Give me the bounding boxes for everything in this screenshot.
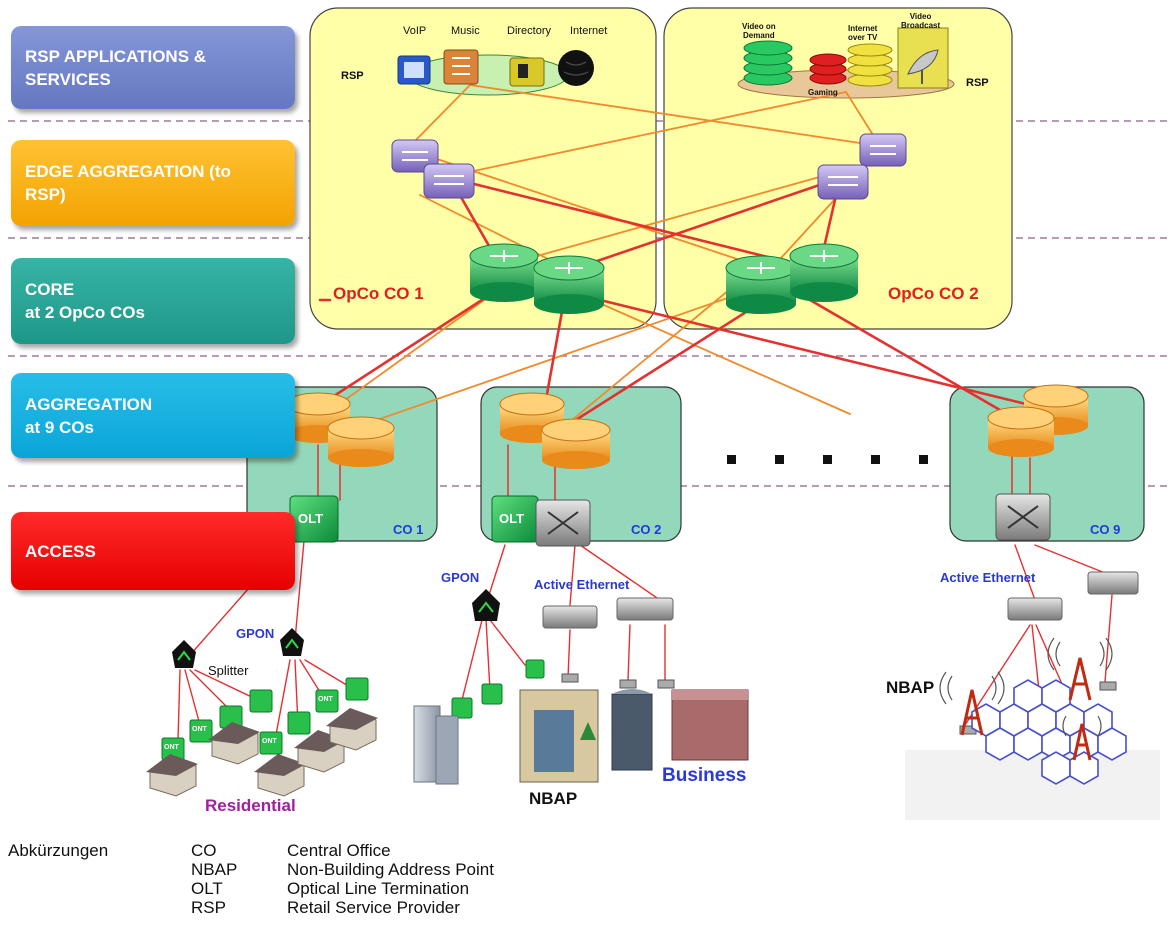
ont-label: ONT xyxy=(318,696,333,703)
legend-abbr: NBAP xyxy=(191,860,238,879)
ont-icon xyxy=(249,689,273,713)
service-gaming-label: Gaming xyxy=(808,88,838,97)
switch-icon xyxy=(423,163,475,199)
splitter-label: Splitter xyxy=(208,663,249,678)
gpon-label-1: GPON xyxy=(236,626,275,641)
ont-label: ONT xyxy=(164,744,179,751)
splitter-icon xyxy=(472,589,500,621)
router-icon xyxy=(541,418,611,469)
co1-label: CO 1 xyxy=(393,522,424,537)
legend-definition: Central Office xyxy=(287,841,391,860)
router-icon xyxy=(987,406,1055,457)
ont-icon xyxy=(315,689,339,713)
switch-icon xyxy=(995,493,1051,541)
core-routers xyxy=(469,243,859,314)
house-icon xyxy=(254,754,306,797)
active-ethernet-label-1: Active Ethernet xyxy=(534,577,630,592)
vod-icon xyxy=(743,40,793,86)
layer-access: ACCESS xyxy=(11,512,295,590)
splitter-icon xyxy=(172,640,196,668)
house-icon xyxy=(326,708,378,751)
ellipsis-dots xyxy=(727,455,928,464)
building-icon xyxy=(413,705,459,785)
ont-icon xyxy=(259,731,283,755)
switch-icon xyxy=(391,139,439,173)
cell-tower-icon xyxy=(960,689,984,736)
rsp-right-label: RSP xyxy=(966,77,989,89)
satellite-dish-icon xyxy=(897,27,949,89)
ont-icon xyxy=(189,719,213,743)
internet-tv-icon xyxy=(847,43,893,87)
ont-group xyxy=(161,659,545,761)
residential-label: Residential xyxy=(205,796,296,815)
router-icon xyxy=(789,243,859,302)
edge-switches xyxy=(391,133,907,200)
building-icon xyxy=(611,689,653,771)
service-internet-tv-label: Internet over TV xyxy=(848,24,878,42)
active-ethernet-label-2: Active Ethernet xyxy=(940,570,1036,585)
olt1-label: OLT xyxy=(298,511,324,526)
opco-co1-label: OpCo CO 1 xyxy=(333,284,424,303)
legend-abbr: OLT xyxy=(191,879,223,898)
opco-co2-label: OpCo CO 2 xyxy=(888,284,979,303)
nbap-center-label: NBAP xyxy=(529,789,578,808)
ont-icon xyxy=(451,697,473,719)
ont-label: ONT xyxy=(262,738,277,745)
co2-label: CO 2 xyxy=(631,522,662,537)
olt2-label: OLT xyxy=(499,511,525,526)
ont-label: ONT xyxy=(192,726,207,733)
network-diagram xyxy=(8,7,1168,820)
house-icon xyxy=(208,722,260,765)
layer-core: CORE at 2 OpCo COs xyxy=(11,258,295,344)
gpon-label-2: GPON xyxy=(441,570,480,585)
ont-icon xyxy=(525,659,545,679)
cell-tower-icon xyxy=(1072,723,1092,761)
rsp-left-label: RSP xyxy=(341,70,364,82)
ont-icon xyxy=(481,683,503,705)
gaming-icon xyxy=(809,53,847,85)
service-broadcast-label: Video Broadcast xyxy=(901,12,941,30)
internet-icon xyxy=(558,50,594,86)
legend-definition: Optical Line Termination xyxy=(287,879,470,898)
switch-icon xyxy=(859,133,907,167)
ont-icon xyxy=(345,677,369,701)
business-label: Business xyxy=(662,765,747,786)
legend-definition: Retail Service Provider xyxy=(287,898,460,917)
router-icon xyxy=(327,416,395,467)
ont-icon xyxy=(287,711,311,735)
router-icon xyxy=(725,255,797,314)
buildings xyxy=(413,689,749,785)
building-icon xyxy=(671,689,749,761)
service-music-label: Music xyxy=(451,25,480,37)
service-directory-label: Directory xyxy=(507,25,552,37)
cell-network xyxy=(905,637,1160,820)
router-icon xyxy=(469,243,539,302)
directory-icon xyxy=(509,57,545,87)
service-internet-label: Internet xyxy=(570,25,608,37)
aggregation-routers xyxy=(285,384,1089,469)
layer-rsp-applications-services: RSP APPLICATIONS & SERVICES xyxy=(11,26,295,109)
voip-icon xyxy=(397,55,431,85)
house-icon xyxy=(146,754,198,797)
legend-definition: Non-Building Address Point xyxy=(287,860,494,879)
service-icons xyxy=(397,27,949,89)
switch-icon xyxy=(817,164,869,200)
co9-label: CO 9 xyxy=(1090,522,1121,537)
splitter-icon xyxy=(280,628,304,656)
houses xyxy=(146,708,378,797)
music-icon xyxy=(443,49,479,85)
cell-tower-icon xyxy=(1068,657,1092,701)
layer-aggregation: AGGREGATION at 9 COs xyxy=(11,373,295,458)
service-vod-label: Video on Demand xyxy=(742,22,776,40)
service-voip-label: VoIP xyxy=(403,25,427,37)
switch-icon xyxy=(535,499,591,547)
legend-abbr: RSP xyxy=(191,898,226,917)
router-icon xyxy=(533,255,605,314)
layer-edge-aggregation: EDGE AGGREGATION (to RSP) xyxy=(11,140,295,226)
nbap-right-label: NBAP xyxy=(886,678,935,697)
building-icon xyxy=(519,689,599,783)
legend-abbr: CO xyxy=(191,841,217,860)
legend-title: Abkürzungen xyxy=(8,841,109,860)
